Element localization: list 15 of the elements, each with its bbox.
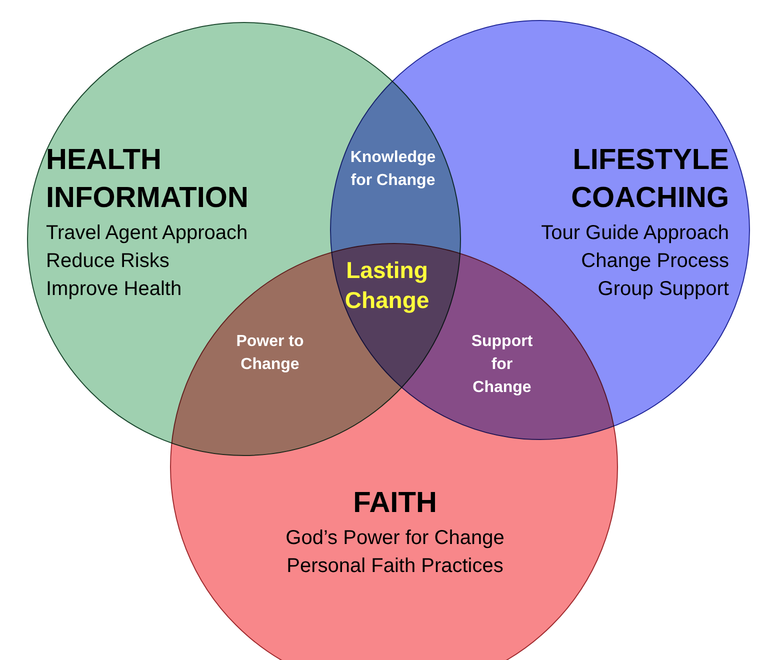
circle-heading: HEALTH INFORMATION: [46, 143, 250, 216]
overlap-label: Lasting Change: [344, 256, 430, 315]
circle-heading: FAITH: [353, 486, 437, 521]
overlap-label: Support for Change: [470, 332, 534, 398]
circle-item: Tour Guide Approach: [541, 221, 729, 246]
circle-item: Improve Health: [46, 277, 182, 302]
circle-item: Personal Faith Practices: [286, 554, 504, 579]
circle-item: God’s Power for Change: [286, 526, 504, 551]
circle-item: Reduce Risks: [46, 249, 170, 274]
circle-item: Travel Agent Approach: [46, 221, 248, 246]
overlap-label: Knowledge for Change: [350, 148, 436, 191]
circle-item: Change Process: [581, 249, 729, 274]
circle-item: Group Support: [598, 277, 729, 302]
circle-heading: LIFESTYLE COACHING: [570, 143, 729, 216]
overlap-label: Power to Change: [235, 332, 305, 375]
